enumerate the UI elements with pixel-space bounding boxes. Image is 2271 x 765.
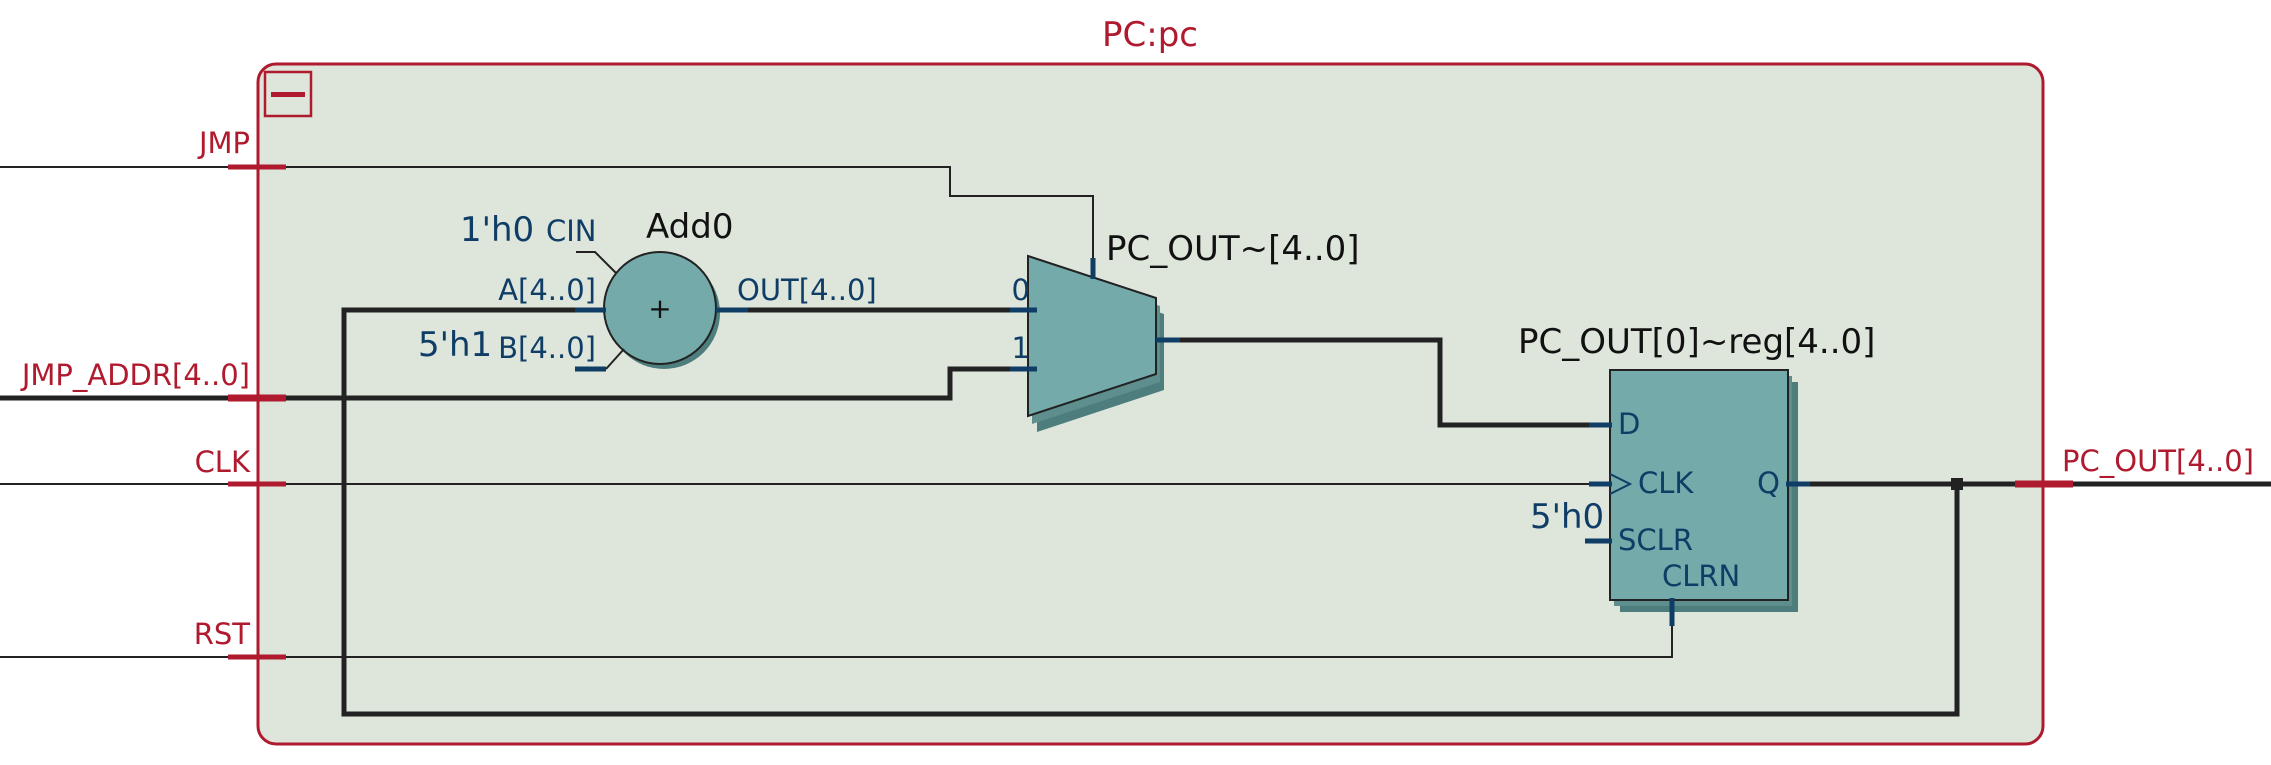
- register-label-clrn: CLRN: [1662, 559, 1740, 593]
- adder-name: Add0: [646, 207, 733, 247]
- wire-cin: [576, 251, 619, 276]
- module-title: PC:pc: [1102, 15, 1198, 55]
- module-frame: [256, 62, 2045, 746]
- wire-mux-out: [1156, 337, 1595, 428]
- adder-const-cin: 1'h0: [460, 210, 534, 250]
- register-block[interactable]: [1609, 369, 1798, 612]
- port-label-jmp: JMP: [197, 126, 250, 160]
- wire-jmp: [0, 166, 1094, 258]
- register-const-sclr: 5'h0: [1530, 497, 1604, 537]
- adder-label-a: A[4..0]: [498, 273, 596, 307]
- adder-const-b: 5'h1: [418, 325, 492, 365]
- port-label-pc-out: PC_OUT[4..0]: [2062, 444, 2254, 478]
- mux-label-0: 0: [1012, 273, 1030, 307]
- port-label-jmp-addr: JMP_ADDR[4..0]: [20, 358, 250, 392]
- mux-name: PC_OUT~[4..0]: [1106, 229, 1360, 269]
- wire-jmp-addr: [0, 366, 1037, 401]
- mux-label-1: 1: [1012, 331, 1030, 365]
- wire-feedback: [341, 307, 1960, 717]
- clock-triangle-icon: [1609, 473, 1633, 495]
- adder-pin-b-diag: [605, 348, 625, 370]
- register-label-q: Q: [1757, 466, 1780, 500]
- register-label-sclr: SCLR: [1618, 523, 1693, 557]
- adder-label-out: OUT[4..0]: [737, 273, 877, 307]
- minus-icon: [271, 92, 305, 97]
- port-label-clk: CLK: [195, 445, 251, 479]
- collapse-button[interactable]: [263, 70, 313, 118]
- register-label-d: D: [1618, 407, 1640, 441]
- wire-junction: [1951, 478, 1963, 490]
- adder-label-cin: CIN: [546, 214, 597, 248]
- port-label-rst: RST: [194, 617, 251, 651]
- adder-block[interactable]: +: [603, 251, 720, 369]
- register-name: PC_OUT[0]~reg[4..0]: [1518, 322, 1875, 362]
- mux-block[interactable]: [1027, 254, 1164, 432]
- adder-label-b: B[4..0]: [498, 331, 596, 365]
- adder-symbol: +: [648, 292, 671, 325]
- register-label-clk: CLK: [1638, 466, 1694, 500]
